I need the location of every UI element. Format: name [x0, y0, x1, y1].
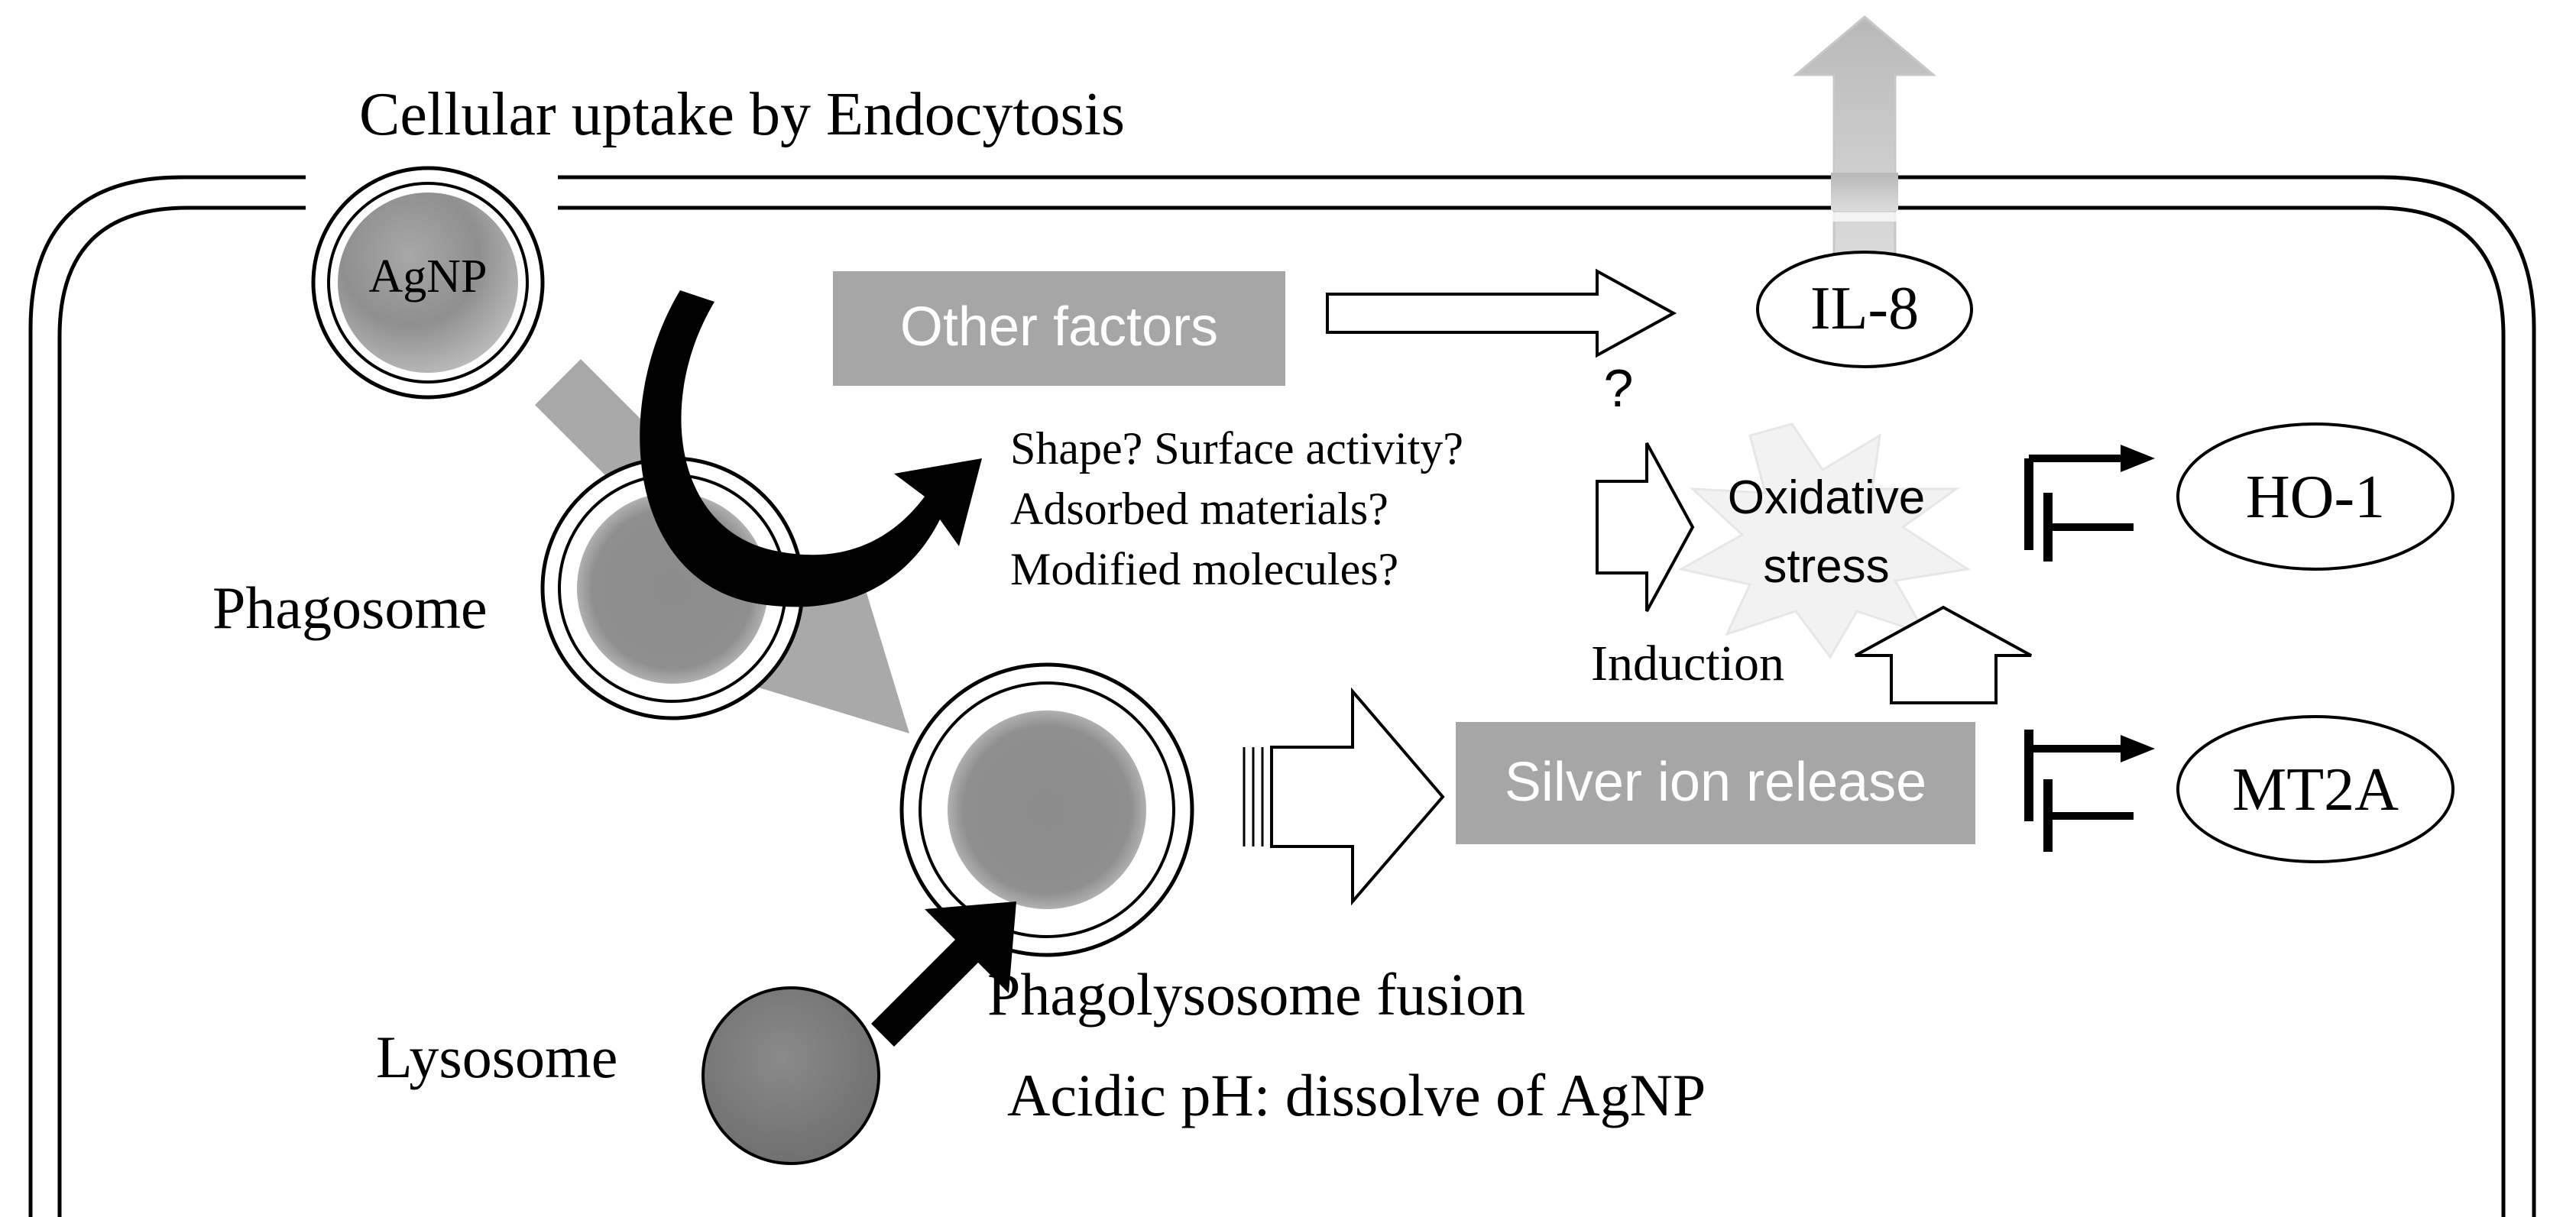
cell-membrane-outer [28, 175, 2536, 1217]
mt2a-label: MT2A [2232, 756, 2399, 824]
oxidative-stress-line: Oxidative [1728, 471, 1925, 524]
induction-arrow [1855, 605, 2032, 704]
factor-question-line: Shape? Surface activity? [1010, 423, 1463, 474]
ho1-inhibition-bar [2043, 493, 2134, 562]
induction-label: Induction [1591, 636, 1784, 691]
agnp-label: AgNP [368, 251, 487, 303]
mt2a-activation-arrow [2024, 730, 2155, 821]
cell-membrane-inner [57, 206, 2506, 1217]
ho1-node: HO-1 [2176, 422, 2454, 571]
silver-ion-release-label: Silver ion release [1505, 752, 1926, 813]
factor-question-line: Adsorbed materials? [1010, 484, 1388, 534]
silver-ion-release-box [1456, 722, 1975, 844]
ho1-label: HO-1 [2246, 464, 2385, 531]
factor-questions: Shape? Surface activity? Adsorbed materi… [1010, 423, 1463, 594]
arrow-membrane-crossing [1831, 173, 1898, 211]
factor-question-line: Modified molecules? [1010, 544, 1398, 594]
mt2a-inhibition-bar [2043, 779, 2134, 852]
agnp-particle [338, 193, 518, 373]
agnp-vesicle: AgNP [311, 166, 545, 400]
phagosome-label: Phagosome [212, 575, 488, 641]
other-factors-label: Other factors [900, 296, 1218, 358]
mt2a-node: MT2A [2176, 715, 2454, 863]
factors-to-stress-arrow [1596, 442, 1695, 612]
phagolysosome-to-silver-arrow [1243, 687, 1445, 906]
lysosome-fusion-arrow [841, 901, 1016, 1047]
factors-to-il8-arrow [1326, 268, 1677, 358]
phagolysosome-particle [948, 710, 1146, 909]
ho1-activation-arrow [2024, 445, 2155, 550]
oxidative-stress-burst [1677, 422, 1972, 659]
curved-black-arrow [640, 290, 982, 607]
question-mark: ? [1604, 358, 1634, 418]
secretion-arrow [1792, 15, 1937, 267]
phagolysosome [899, 662, 1194, 957]
il8-label: IL-8 [1810, 275, 1919, 342]
other-factors-box [833, 271, 1285, 386]
phagolysosome-fusion-label: Phagolysosome fusion [987, 961, 1525, 1028]
oxidative-stress-line: stress [1763, 540, 1889, 593]
diagram-title: Cellular uptake by Endocytosis [359, 81, 1125, 148]
il8-node: IL-8 [1756, 251, 1973, 368]
lysosome [702, 986, 880, 1165]
acidic-ph-label: Acidic pH: dissolve of AgNP [1007, 1062, 1706, 1128]
lysosome-label: Lysosome [376, 1024, 617, 1090]
